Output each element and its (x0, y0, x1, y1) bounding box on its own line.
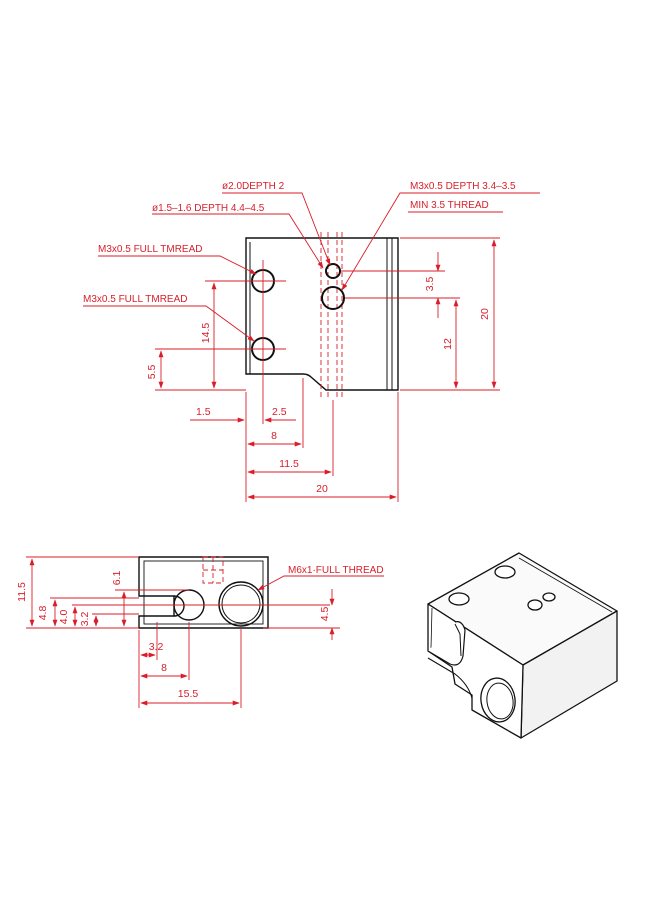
dim-2-5: 2.5 (272, 406, 287, 418)
note-screw-hole-line2: MIN 3.5 THREAD (410, 200, 489, 211)
iso-slot-edge (454, 623, 462, 657)
iso-nozzle-hole-inner (486, 682, 514, 720)
note-thermistor-hole: ø2.0DEPTH 2 (222, 181, 285, 192)
dim-side-8: 8 (161, 662, 167, 674)
dim-20-width: 20 (316, 483, 328, 495)
nozzle-hole-inner (221, 584, 261, 624)
dim-side-4-0: 4.0 (58, 610, 70, 625)
dim-side-15-5: 15.5 (178, 688, 199, 700)
iso-heater-hole (527, 599, 543, 611)
side-view-outline (138, 556, 269, 629)
thermistor-hole (325, 263, 341, 279)
note-screw-hole-line1: M3x0.5 DEPTH 3.4–3.5 (410, 181, 516, 192)
leader-line (83, 305, 255, 342)
note-nozzle-thread: M6x1·FULL THREAD (288, 565, 384, 576)
iso-edge (518, 557, 613, 613)
dim-14-5: 14.5 (200, 323, 212, 344)
leader-line (257, 575, 384, 591)
top-view: ø2.0DEPTH 2 ø1.5–1.6 DEPTH 4.4–4.5 M3x0.… (83, 181, 540, 502)
iso-thermistor-hole (542, 592, 556, 602)
dim-5-5: 5.5 (146, 365, 158, 380)
iso-mount-hole (494, 565, 516, 579)
note-mount-hole-upper: M3x0.5 FULL TMREAD (98, 244, 202, 255)
iso-slot (427, 621, 466, 666)
leader-line (152, 213, 324, 269)
dim-12: 12 (442, 338, 454, 350)
dim-8: 8 (271, 430, 277, 442)
leader-line (98, 255, 257, 275)
note-heater-hole: ø1.5–1.6 DEPTH 4.4–4.5 (152, 203, 265, 214)
dim-side-3-2-vertical: 3.2 (79, 612, 91, 627)
dim-20-height: 20 (479, 308, 491, 320)
iso-mount-hole (448, 592, 470, 606)
dim-side-11-5: 11.5 (16, 582, 28, 602)
dim-1-5: 1.5 (196, 406, 211, 418)
dim-side-4-5: 4.5 (319, 607, 331, 622)
note-mount-hole-lower: M3x0.5 FULL TMREAD (83, 294, 187, 305)
top-view-outline (245, 237, 399, 391)
side-view: M6x1·FULL THREAD 11.5 6.1 4.8 4.0 3.2 4.… (16, 556, 384, 708)
dim-side-3-2-horizontal: 3.2 (149, 641, 164, 653)
iso-slot-lower (427, 657, 473, 699)
dim-3-5: 3.5 (424, 277, 436, 292)
iso-edge (430, 607, 433, 649)
leader-line (341, 192, 408, 291)
dim-11-5: 11.5 (279, 458, 299, 470)
heater-screw-hole (321, 286, 345, 310)
isometric-view (427, 552, 618, 739)
nozzle-hole-outer (218, 581, 264, 627)
dim-side-4-8: 4.8 (37, 606, 49, 621)
side-view-inner-edge (143, 560, 264, 625)
dim-side-6-1: 6.1 (111, 571, 123, 586)
